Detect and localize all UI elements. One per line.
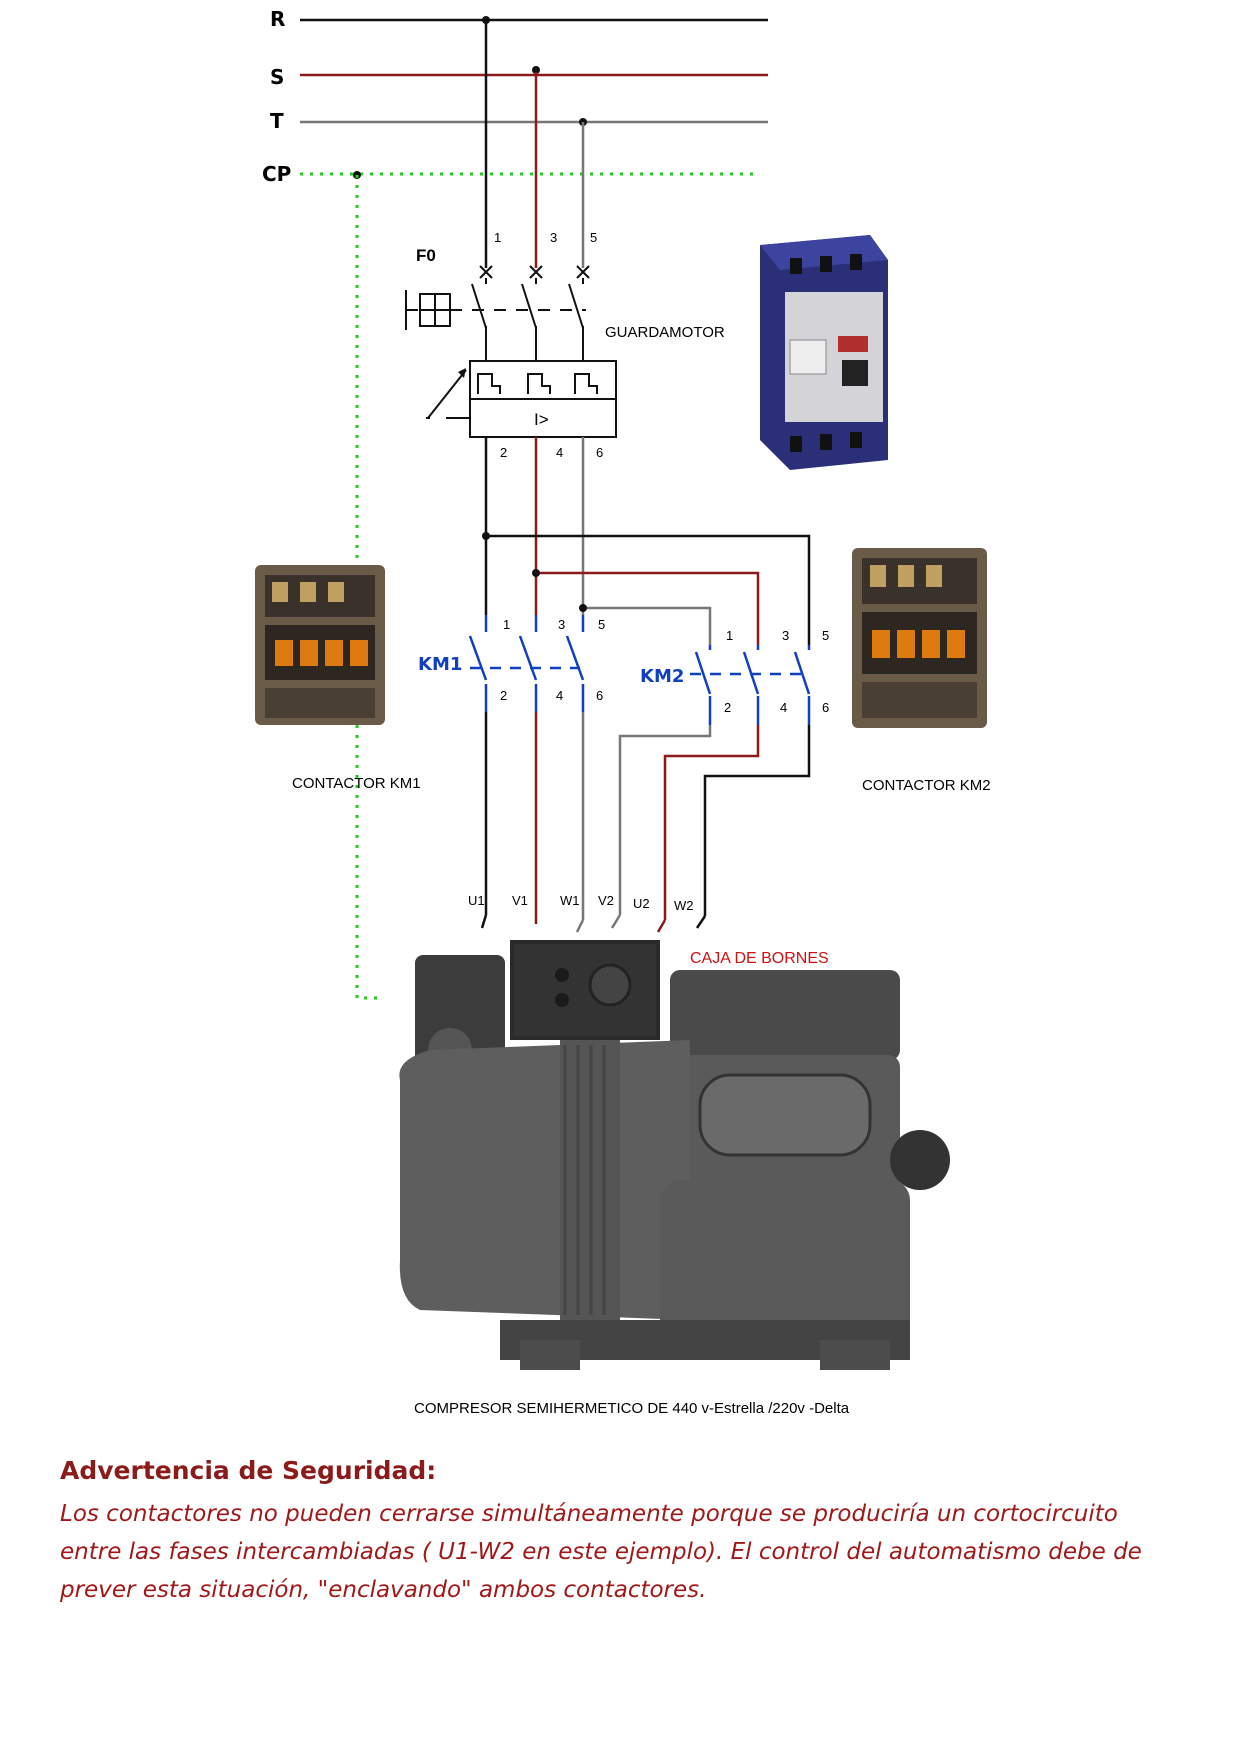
phase-drops <box>484 20 585 268</box>
km2-symbol: 1 3 5 KM2 2 4 6 <box>640 628 829 725</box>
km1-terminal-3: 3 <box>558 617 565 632</box>
terminal-w2: W2 <box>674 898 694 913</box>
km2-terminal-6: 6 <box>822 700 829 715</box>
bus-label-s: S <box>270 65 284 89</box>
km2-terminal-2: 2 <box>724 700 731 715</box>
km1-caption: CONTACTOR KM1 <box>292 775 421 792</box>
km1-symbol: 1 3 5 KM1 2 4 6 <box>418 615 605 712</box>
contactor-km2-photo: CONTACTOR KM2 <box>852 548 991 794</box>
warning-text: Los contactores no pueden cerrarse simul… <box>60 1501 1142 1603</box>
ground-wire <box>355 175 378 1000</box>
terminal-v1: V1 <box>512 893 528 908</box>
motor-terminal-labels: U1 V1 W1 V2 U2 W2 <box>468 893 694 913</box>
guardamotor-symbol: F0 1 3 5 I> <box>405 230 725 460</box>
guardamotor-terminal-5: 5 <box>590 230 597 245</box>
compressor-caption: COMPRESOR SEMIHERMETICO DE 440 v-Estrell… <box>414 1400 850 1417</box>
terminal-w1: W1 <box>560 893 580 908</box>
junction-s <box>532 66 540 74</box>
guardamotor-terminal-6: 6 <box>596 445 603 460</box>
warning-title: Advertencia de Seguridad: <box>60 1456 437 1485</box>
guardamotor-terminal-4: 4 <box>556 445 563 460</box>
safety-warning: Advertencia de Seguridad: Los contactore… <box>60 1456 1170 1609</box>
km1-terminal-5: 5 <box>598 617 605 632</box>
contactor-feed-wires <box>482 437 811 645</box>
km2-terminal-4: 4 <box>780 700 787 715</box>
guardamotor-label: F0 <box>416 246 436 265</box>
guardamotor-terminal-1: 1 <box>494 230 501 245</box>
km1-terminal-4: 4 <box>556 688 563 703</box>
contactor-km1-photo: CONTACTOR KM1 <box>255 565 421 792</box>
km1-label: KM1 <box>418 654 462 675</box>
trip-symbol: I> <box>534 410 549 429</box>
terminal-v2: V2 <box>598 893 614 908</box>
manual-handle-icon <box>405 290 451 330</box>
terminal-box-label: CAJA DE BORNES <box>690 950 829 967</box>
km2-label: KM2 <box>640 666 684 687</box>
km2-terminal-3: 3 <box>782 628 789 643</box>
guardamotor-terminal-2: 2 <box>500 445 507 460</box>
km1-terminal-6: 6 <box>596 688 603 703</box>
km2-terminal-5: 5 <box>822 628 829 643</box>
terminal-u1: U1 <box>468 893 485 908</box>
bus-label-r: R <box>270 7 285 31</box>
bus-bars: R S T CP <box>262 7 768 186</box>
terminal-u2: U2 <box>633 896 650 911</box>
km1-terminal-1: 1 <box>503 617 510 632</box>
motor-feed-wires <box>480 712 811 933</box>
km2-terminal-1: 1 <box>726 628 733 643</box>
guardamotor-photo <box>760 235 888 470</box>
km2-caption: CONTACTOR KM2 <box>862 777 991 794</box>
guardamotor-caption: GUARDAMOTOR <box>605 324 725 341</box>
bus-label-t: T <box>270 109 284 133</box>
bus-label-cp: CP <box>262 162 291 186</box>
guardamotor-terminal-3: 3 <box>550 230 557 245</box>
km1-terminal-2: 2 <box>500 688 507 703</box>
compressor-photo: CAJA DE BORNES COMPRESOR SEMIHERMETICO D… <box>399 940 950 1417</box>
